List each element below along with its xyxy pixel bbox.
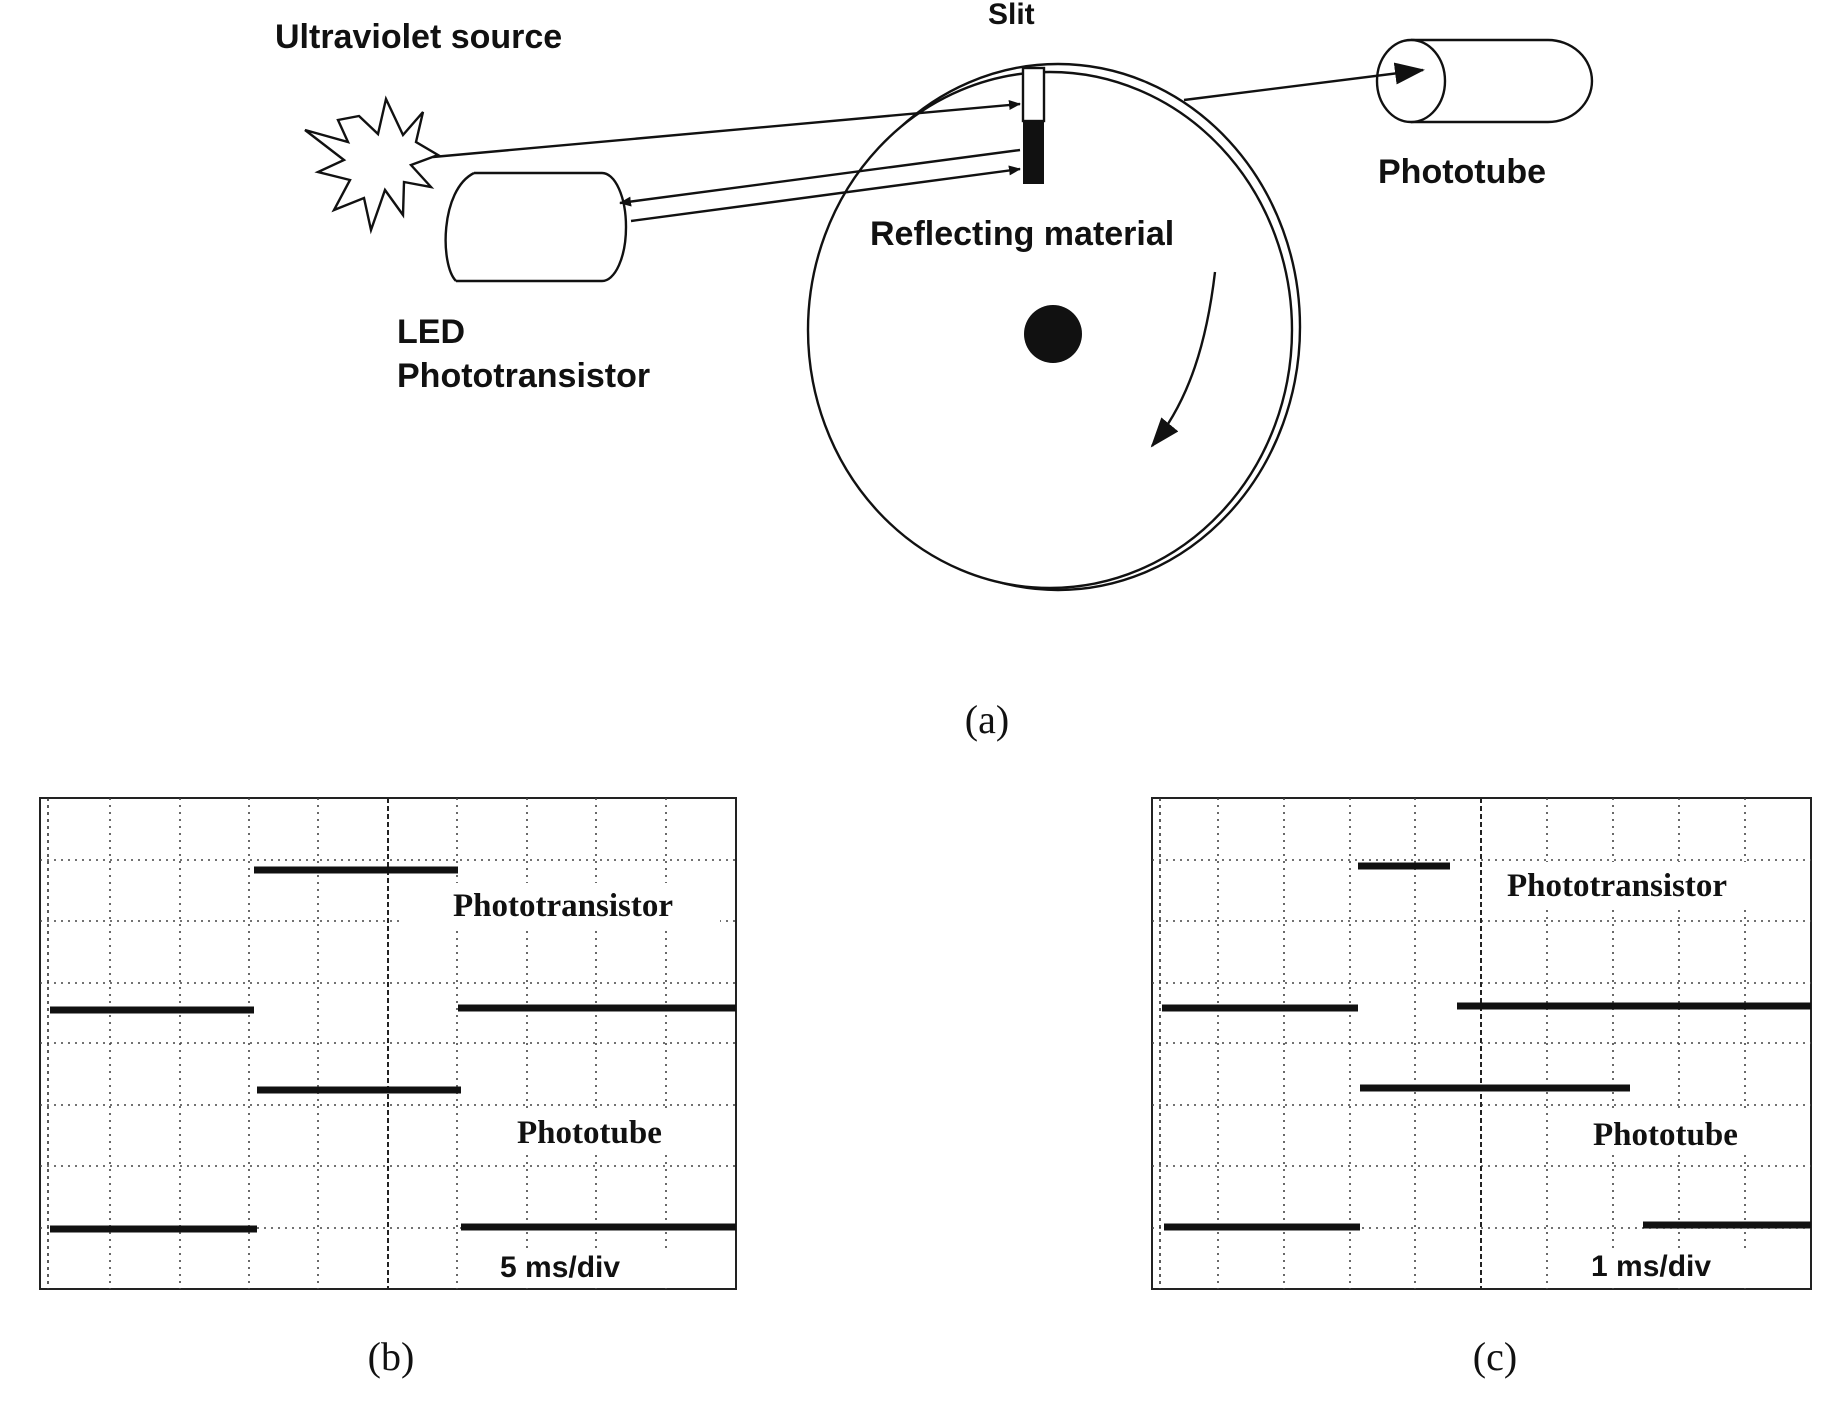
uv-beam-to-slit <box>432 100 1021 159</box>
led-beam-to-reflector <box>630 165 1021 223</box>
slit <box>1021 66 1046 123</box>
scope-b-traces <box>50 866 736 1233</box>
scope-c-label-phototransistor: Phototransistor <box>1507 868 1727 904</box>
label-led: LED <box>397 313 465 351</box>
label-reflecting-material: Reflecting material <box>870 215 1174 253</box>
phototube-unit <box>1375 38 1594 124</box>
scope-b-label-phototube: Phototube <box>517 1115 662 1151</box>
caption-a: (a) <box>965 697 1009 742</box>
scope-b-timebase: 5 ms/div <box>500 1251 620 1284</box>
led-phototransistor-unit <box>444 171 628 283</box>
label-uv-source: Ultraviolet source <box>275 18 562 56</box>
uv-source-starburst <box>304 95 441 235</box>
disk-axle <box>1024 305 1082 363</box>
scope-c-label-phototube: Phototube <box>1593 1117 1738 1153</box>
scope-c-grid <box>1152 798 1811 1289</box>
oscilloscope-trace-b: Phototransistor Phototube 5 ms/div (b) <box>39 797 737 1379</box>
label-slit: Slit <box>988 0 1035 31</box>
oscilloscope-trace-c: Phototransistor Phototube 1 ms/div (c) <box>1151 797 1812 1379</box>
label-phototube: Phototube <box>1378 153 1546 191</box>
label-phototransistor: Phototransistor <box>397 357 650 395</box>
beam-to-phototube <box>1183 62 1425 102</box>
rotation-arrow <box>1150 271 1217 448</box>
caption-c: (c) <box>1473 1334 1517 1379</box>
scope-c-traces <box>1162 862 1811 1231</box>
reflected-beam-to-phototransistor <box>619 148 1021 207</box>
scope-c-timebase: 1 ms/div <box>1591 1250 1711 1283</box>
reflecting-material <box>1023 121 1044 184</box>
scope-b-label-phototransistor: Phototransistor <box>453 888 673 924</box>
caption-b: (b) <box>368 1334 415 1379</box>
apparatus-diagram: Ultraviolet source Slit Phototube Reflec… <box>275 0 1594 742</box>
scope-b-grid <box>40 798 736 1289</box>
